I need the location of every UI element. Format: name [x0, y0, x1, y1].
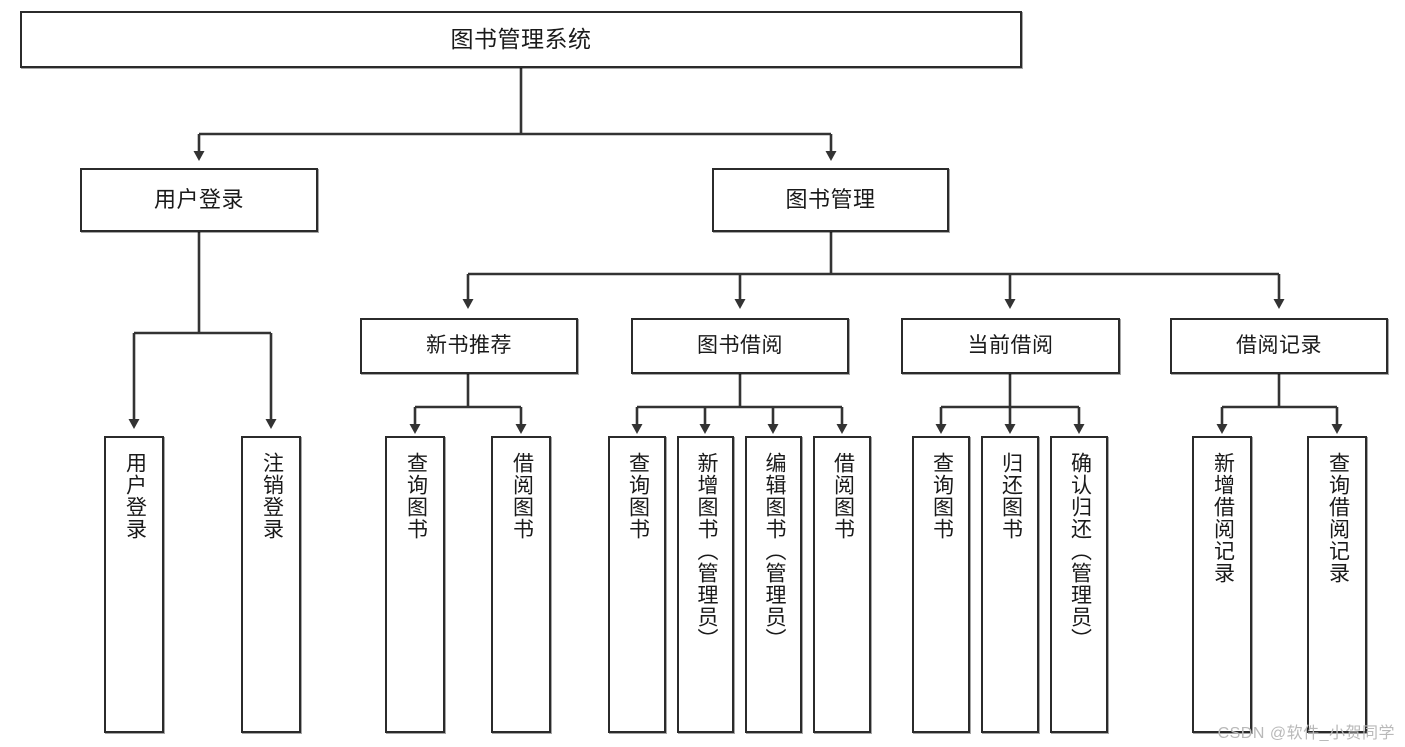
node-borrow-record[interactable]: 借阅记录 [1170, 318, 1388, 374]
node-leaf-confirm-return-admin-label: 确认归还（管理员） [1068, 452, 1092, 650]
node-leaf-logout[interactable]: 注销登录 [241, 436, 301, 733]
node-leaf-borrow-book-label: 借阅图书 [831, 452, 855, 540]
node-leaf-return-book[interactable]: 归还图书 [981, 436, 1039, 733]
node-leaf-query-borrow-record-label: 查询借阅记录 [1326, 452, 1350, 584]
node-leaf-borrow-book[interactable]: 借阅图书 [813, 436, 871, 733]
node-new-book-recommend-label: 新书推荐 [426, 333, 512, 357]
node-current-borrow-label: 当前借阅 [967, 333, 1054, 357]
node-leaf-query-book-recommend-label: 查询图书 [404, 452, 428, 540]
node-book-borrow[interactable]: 图书借阅 [631, 318, 849, 374]
node-leaf-add-book-admin-label: 新增图书（管理员） [694, 452, 718, 650]
node-leaf-query-book-current[interactable]: 查询图书 [912, 436, 970, 733]
node-new-book-recommend[interactable]: 新书推荐 [360, 318, 578, 374]
node-leaf-edit-book-admin[interactable]: 编辑图书（管理员） [745, 436, 802, 733]
node-book-management[interactable]: 图书管理 [712, 168, 949, 232]
node-book-borrow-label: 图书借阅 [697, 333, 783, 357]
node-leaf-query-borrow-record[interactable]: 查询借阅记录 [1307, 436, 1367, 733]
node-leaf-confirm-return-admin[interactable]: 确认归还（管理员） [1050, 436, 1108, 733]
node-user-login-label: 用户登录 [153, 187, 244, 213]
node-leaf-return-book-label: 归还图书 [999, 452, 1023, 540]
node-root-system-label: 图书管理系统 [450, 26, 592, 53]
node-leaf-add-borrow-record[interactable]: 新增借阅记录 [1192, 436, 1252, 733]
node-leaf-user-login-label: 用户登录 [123, 452, 147, 540]
node-root-system[interactable]: 图书管理系统 [20, 11, 1022, 68]
node-current-borrow[interactable]: 当前借阅 [901, 318, 1120, 374]
node-leaf-logout-label: 注销登录 [260, 452, 284, 540]
node-leaf-query-book-current-label: 查询图书 [930, 452, 954, 540]
node-leaf-add-borrow-record-label: 新增借阅记录 [1211, 452, 1235, 584]
node-leaf-borrow-book-recommend-label: 借阅图书 [510, 452, 534, 540]
csdn-watermark: CSDN @软件_小贺同学 [1217, 725, 1395, 742]
node-book-management-label: 图书管理 [785, 187, 876, 213]
node-leaf-user-login[interactable]: 用户登录 [104, 436, 164, 733]
node-user-login[interactable]: 用户登录 [80, 168, 318, 232]
node-leaf-edit-book-admin-label: 编辑图书（管理员） [762, 452, 786, 650]
node-leaf-borrow-book-recommend[interactable]: 借阅图书 [491, 436, 551, 733]
node-leaf-query-book-borrow-label: 查询图书 [626, 452, 650, 540]
node-leaf-query-book-borrow[interactable]: 查询图书 [608, 436, 666, 733]
node-borrow-record-label: 借阅记录 [1236, 333, 1322, 357]
node-leaf-add-book-admin[interactable]: 新增图书（管理员） [677, 436, 734, 733]
node-leaf-query-book-recommend[interactable]: 查询图书 [385, 436, 445, 733]
